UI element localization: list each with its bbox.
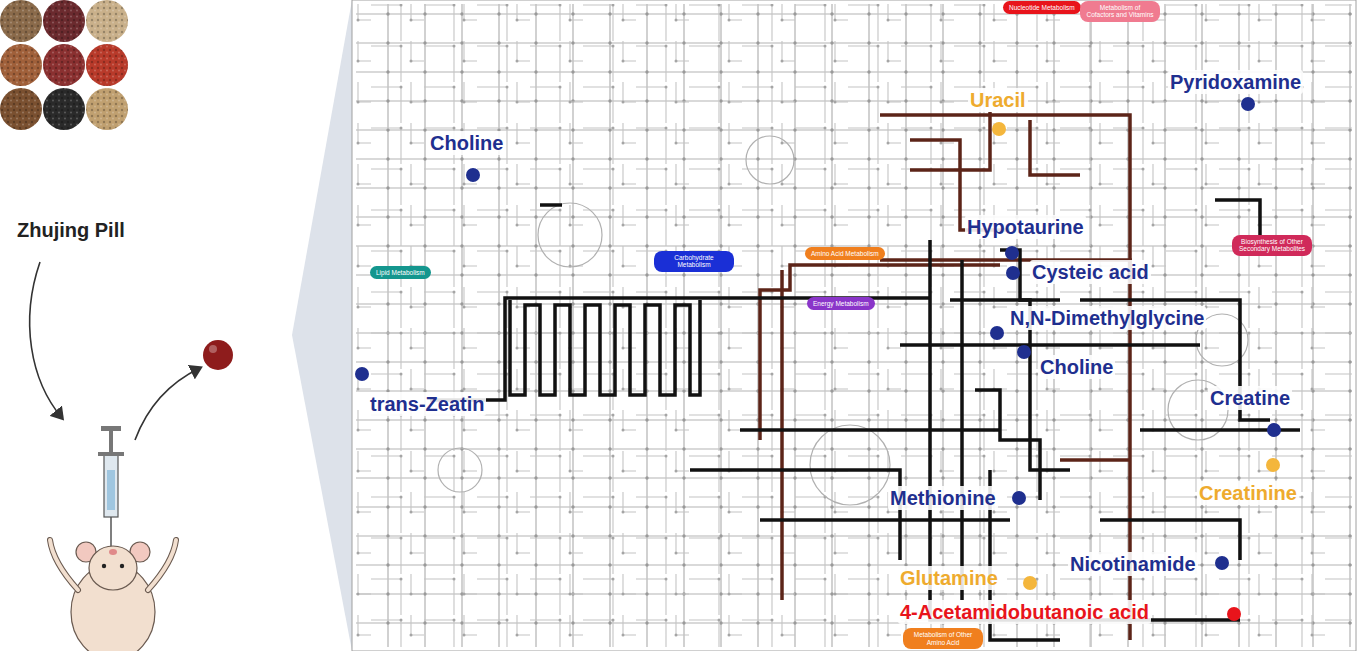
category-pill: Energy Metabolism <box>807 297 875 310</box>
metabolite-label: Uracil <box>968 88 1028 112</box>
category-text: Nucleotide Metabolism <box>1009 4 1075 11</box>
metabolite-label: Creatine <box>1208 386 1292 410</box>
metabolite-label: Creatinine <box>1197 481 1299 505</box>
mouse <box>50 540 176 651</box>
metabolite-label: Glutamine <box>898 566 1000 590</box>
product-name: Zhujing Pill <box>15 218 127 242</box>
category-text: Metabolism of Other Amino Acid <box>909 631 977 646</box>
category-text: Energy Metabolism <box>813 300 869 307</box>
category-text: Lipid Metabolism <box>376 269 425 276</box>
category-pill: Nucleotide Metabolism <box>1003 1 1081 14</box>
metabolite-label: trans-Zeatin <box>368 392 486 416</box>
pathway-cycles <box>438 136 1248 505</box>
category-text: Biosynthesis of Other Secondary Metaboli… <box>1238 238 1306 253</box>
metabolite-label: Choline <box>1038 355 1115 379</box>
metabolite-label: Nicotinamide <box>1068 552 1198 576</box>
category-pill: Metabolism of Cofactors and Vitamins <box>1080 1 1160 22</box>
metabolite-dots <box>355 97 1281 621</box>
syringe <box>98 426 124 548</box>
metabolite-label: 4-Acetamidobutanoic acid <box>898 600 1151 624</box>
category-pill: Amino Acid Metabolism <box>805 247 885 260</box>
flow-arrow <box>30 262 62 418</box>
herb-images <box>0 0 128 130</box>
pathway-grid <box>356 4 1352 647</box>
pathway-grid <box>356 4 1352 647</box>
highlighted-pathway <box>430 200 1300 640</box>
metabolite-label: Methionine <box>888 486 998 510</box>
map-frame <box>352 0 1356 651</box>
flow-arrow <box>135 368 200 440</box>
category-text: Amino Acid Metabolism <box>811 250 879 257</box>
category-pill: Lipid Metabolism <box>370 266 431 279</box>
category-text: Carbohydrate Metabolism <box>660 254 728 269</box>
sample-drop <box>203 340 233 370</box>
category-pill: Metabolism of Other Amino Acid <box>903 628 983 649</box>
category-text: Metabolism of Cofactors and Vitamins <box>1086 4 1154 19</box>
category-pill: Biosynthesis of Other Secondary Metaboli… <box>1232 235 1312 256</box>
metabolite-label: N,N-Dimethylglycine <box>1008 306 1206 330</box>
metabolite-label: Cysteic acid <box>1030 260 1151 284</box>
zoom-wedge <box>292 0 352 651</box>
metabolite-label: Pyridoxamine <box>1168 70 1303 94</box>
category-pill: Carbohydrate Metabolism <box>654 251 734 272</box>
metabolite-label: Choline <box>428 131 505 155</box>
metabolite-label: Hypotaurine <box>965 215 1086 239</box>
